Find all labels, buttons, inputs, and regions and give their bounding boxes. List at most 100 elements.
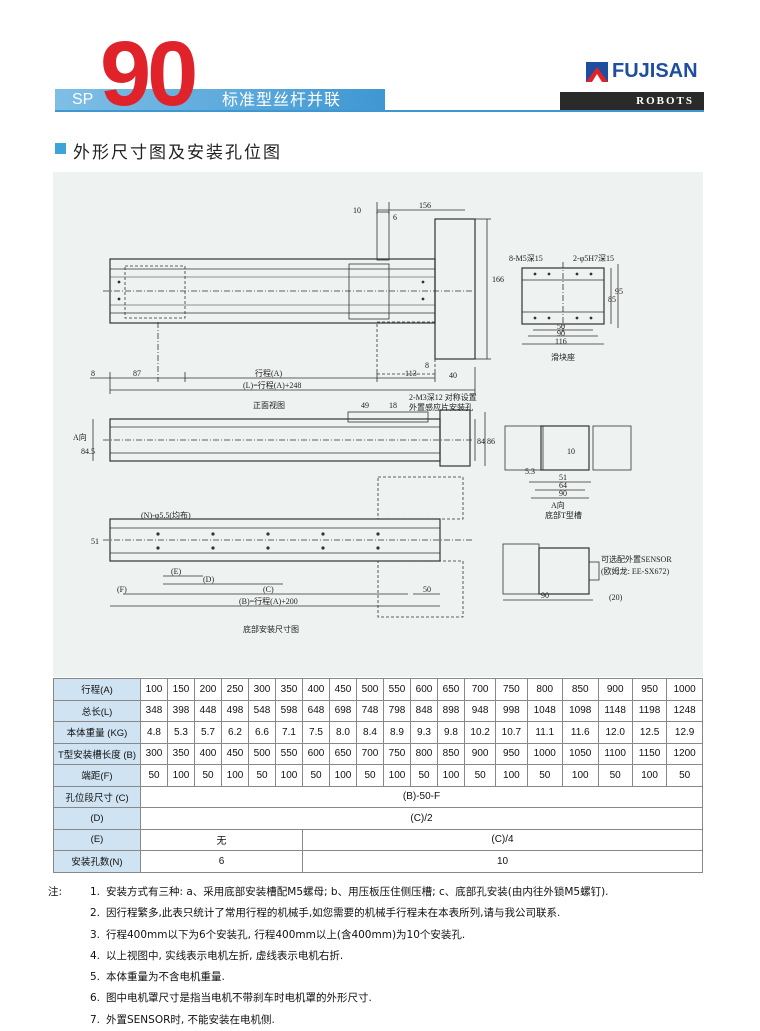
dim-label: A向 xyxy=(73,432,87,442)
table-cell: 648 xyxy=(302,699,330,722)
table-cell: 998 xyxy=(495,699,528,722)
dim-label: 90 xyxy=(559,489,567,498)
table-cell: 900 xyxy=(463,742,497,765)
bottom-view-caption: 底部安装尺寸图 xyxy=(243,624,299,634)
row-header: 孔位段尺寸 (C) xyxy=(53,785,141,808)
table-cell: 50 xyxy=(302,764,330,787)
table-cell: 100 xyxy=(140,678,168,701)
table-row: (E)无(C)/4 xyxy=(53,828,703,851)
section-bullet-icon xyxy=(55,143,66,154)
slider-caption: 滑块座 xyxy=(551,352,575,362)
drawing-svg: 10 6 156 166 8 87 行程(A) (L)=行程(A)+248 11… xyxy=(73,201,672,634)
dim-label: 156 xyxy=(419,201,431,210)
table-cell: 50 xyxy=(597,764,633,787)
row-header: 总长(L) xyxy=(53,699,141,722)
table-cell: 11.6 xyxy=(562,721,599,744)
note-number: 2. xyxy=(89,907,100,920)
table-cell: 8.9 xyxy=(383,721,411,744)
dim-label: 50 xyxy=(423,585,431,594)
dim-label: 90 xyxy=(557,329,565,338)
sensor-hole-note: 2-M3深12 对称设置 xyxy=(409,392,477,402)
table-cell: 12.9 xyxy=(666,721,703,744)
table-cell: 200 xyxy=(194,678,222,701)
dim-label: (L)=行程(A)+248 xyxy=(243,380,301,390)
note-number: 6. xyxy=(89,992,100,1005)
front-view xyxy=(90,202,491,394)
dim-label: 84.5 xyxy=(81,447,95,456)
table-cell: 50 xyxy=(463,764,497,787)
table-cell: 650 xyxy=(329,742,357,765)
table-cell: 1150 xyxy=(631,742,668,765)
front-view-caption: 正面视图 xyxy=(253,400,285,410)
table-cell: 798 xyxy=(383,699,411,722)
dim-label: (E) xyxy=(171,567,182,576)
page-title: 标准型丝杆并联 xyxy=(222,90,342,109)
dim-label: A向 xyxy=(551,500,565,510)
brand-subtitle: ROBOTS xyxy=(560,92,704,110)
table-cell: 8.0 xyxy=(329,721,357,744)
dim-label: 6 xyxy=(393,213,397,222)
table-cell: 748 xyxy=(356,699,384,722)
note-item: 4.以上视图中, 实线表示电机左折, 虚线表示电机右折. xyxy=(48,946,748,967)
table-cell: 1050 xyxy=(562,742,599,765)
table-cell: 12.5 xyxy=(631,721,668,744)
note-text: 行程400mm以下为6个安装孔, 行程400mm以上(含400mm)为10个安装… xyxy=(106,928,466,941)
dim-label: (20) xyxy=(609,593,623,602)
table-cell: 950 xyxy=(495,742,528,765)
dim-label: 64 xyxy=(559,481,567,490)
tslot-caption: 底部T型槽 xyxy=(545,510,582,520)
table-cell: 550 xyxy=(275,742,303,765)
note-text: 因行程繁多,此表只统计了常用行程的机械手,如您需要的机械手行程未在本表所列,请与… xyxy=(106,907,561,920)
note-item: 注:1.安装方式有三种: a、采用底部安装槽配M5螺母; b、用压板压住侧压槽;… xyxy=(48,882,748,903)
technical-drawing: 10 6 156 166 8 87 行程(A) (L)=行程(A)+248 11… xyxy=(53,172,703,677)
table-cell: 400 xyxy=(302,678,330,701)
notes-prefix xyxy=(48,988,76,1009)
table-cell: 500 xyxy=(248,742,276,765)
table-cell: 6.6 xyxy=(248,721,276,744)
table-cell: 800 xyxy=(526,678,563,701)
table-cell: 900 xyxy=(597,678,633,701)
table-cell: 1000 xyxy=(666,678,703,701)
sensor-hole-note: 外置感应片安装孔 xyxy=(409,402,473,412)
sensor-note: 可选配外置SENSOR xyxy=(601,554,672,564)
table-cell: 598 xyxy=(275,699,303,722)
table-cell: 650 xyxy=(437,678,465,701)
dim-label: 95 xyxy=(615,287,623,296)
row-header: (D) xyxy=(53,807,141,830)
note-text: 以上视图中, 实线表示电机左折, 虚线表示电机右折. xyxy=(106,949,344,962)
table-cell: 50 xyxy=(666,764,703,787)
table-cell: 10.2 xyxy=(463,721,497,744)
tslot-view xyxy=(504,425,632,499)
table-cell: 50 xyxy=(526,764,563,787)
table-cell: 5.3 xyxy=(167,721,195,744)
table-cell: 100 xyxy=(275,764,303,787)
table-cell: (C)/2 xyxy=(140,807,703,830)
dim-label: 8 xyxy=(425,361,429,370)
table-cell: 8.4 xyxy=(356,721,384,744)
table-cell: 6.2 xyxy=(221,721,249,744)
table-cell: 300 xyxy=(140,742,168,765)
header-bar xyxy=(55,89,385,110)
table-cell: 948 xyxy=(463,699,497,722)
table-cell: 100 xyxy=(383,764,411,787)
table-cell: 800 xyxy=(410,742,438,765)
table-cell: 698 xyxy=(329,699,357,722)
table-cell: 1048 xyxy=(526,699,563,722)
notes: 注:1.安装方式有三种: a、采用底部安装槽配M5螺母; b、用压板压住侧压槽;… xyxy=(48,882,748,1031)
notes-prefix xyxy=(48,925,76,946)
model-number: 90 xyxy=(100,23,198,125)
dim-label: 51 xyxy=(91,537,99,546)
table-cell: 1000 xyxy=(526,742,563,765)
table-cell: 6 xyxy=(140,850,303,873)
dim-label: 行程(A) xyxy=(255,368,282,378)
dim-label: 10 xyxy=(353,206,361,215)
table-cell: 1148 xyxy=(597,699,633,722)
table-cell: 700 xyxy=(463,678,497,701)
table-cell: 1248 xyxy=(666,699,703,722)
table-cell: 448 xyxy=(194,699,222,722)
dim-label: (D) xyxy=(203,575,214,584)
